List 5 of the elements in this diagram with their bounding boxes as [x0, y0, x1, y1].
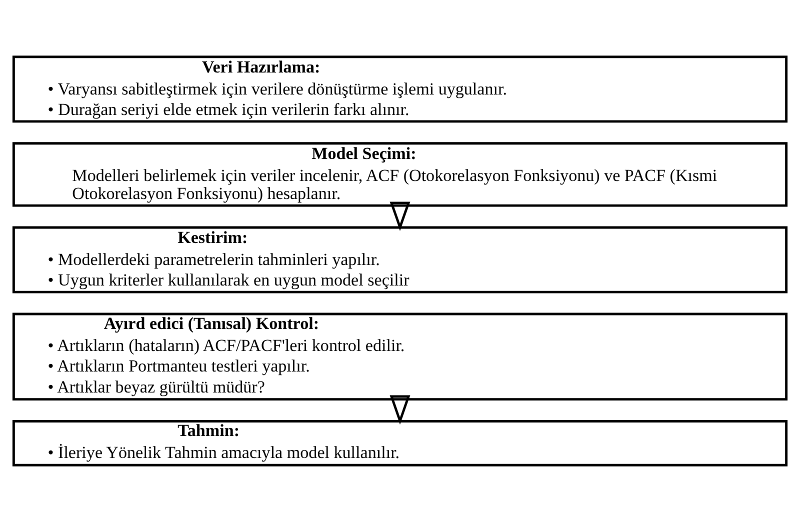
node-box: Tahmin: • İleriye Yönelik Tahmin amacıyla model kullanılır.	[12, 420, 788, 466]
node-box: Veri Hazırlama: • Varyansı sabitleştirmek için verilere dönüştürme işlemi uygulanır. • Durağan seriyi elde etmek için verilerin farkı alınır.	[12, 55, 788, 122]
node-box: Kestirim: • Modellerdeki parametrelerin tahminleri yapılır. • Uygun kriterler kullanılarak en uygun model seçilir	[12, 226, 788, 293]
arrow	[390, 394, 410, 424]
arrow	[390, 201, 410, 230]
